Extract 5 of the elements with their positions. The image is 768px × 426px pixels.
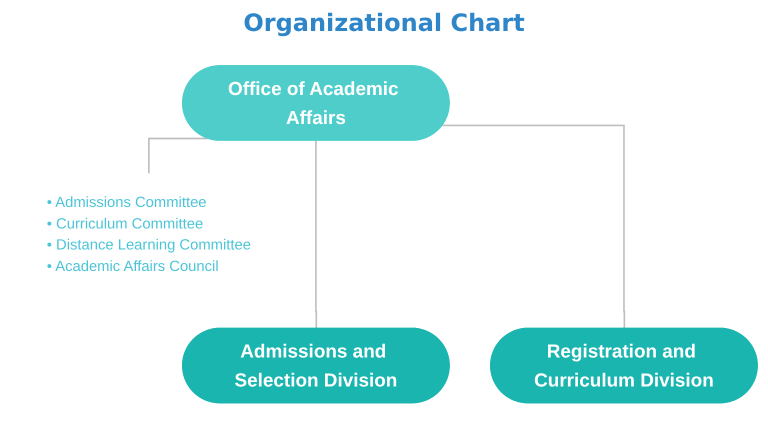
connector bbox=[148, 137, 208, 173]
node-text: • Admissions Committee • Curriculum Committee • Distance Learning Committee • Academic Affairs Council bbox=[46, 194, 251, 274]
connector bbox=[315, 140, 318, 328]
chart-title: Organizational Chart bbox=[243, 8, 525, 38]
connector bbox=[442, 124, 626, 328]
